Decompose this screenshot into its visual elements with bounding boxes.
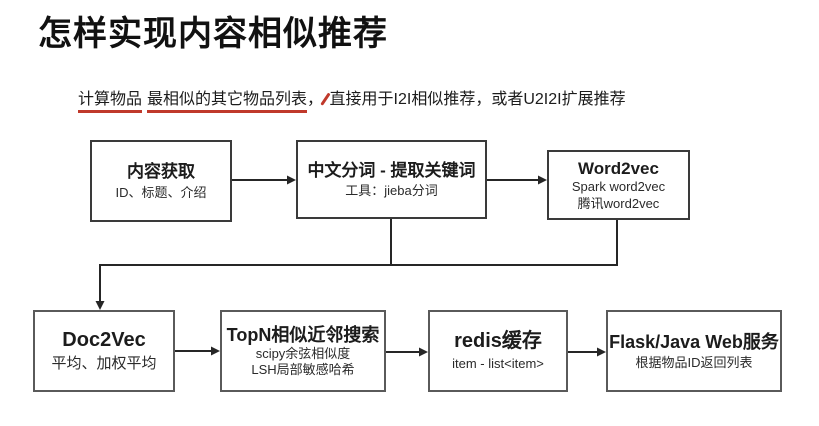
node-subtext: 腾讯word2vec (577, 195, 660, 211)
node-title: redis缓存 (454, 330, 542, 353)
flow-node-redis-cache: redis缓存 item - list<item> (428, 310, 568, 392)
node-subtext: 工具：jieba分词 (345, 183, 438, 198)
flow-node-content-fetch: 内容获取 ID、标题、介绍 (90, 140, 232, 222)
node-title: TopN相似近邻搜索 (226, 324, 380, 345)
flow-node-web-service: Flask/Java Web服务 根据物品ID返回列表 (606, 310, 782, 392)
subtitle-underlined-segment-2: 最相似的其它物品列表 (147, 91, 308, 113)
node-subtext: Spark word2vec (571, 179, 666, 195)
subtitle-underlined-segment-1: 计算物品 (78, 91, 143, 113)
page-title: 怎样实现内容相似推荐 (38, 15, 388, 53)
flow-node-word-segmentation: 中文分词 - 提取关键词 工具：jieba分词 (296, 140, 487, 219)
node-subtext: scipy余弦相似度 (255, 346, 351, 361)
flow-node-doc2vec: Doc2Vec 平均、加权平均 (33, 310, 175, 392)
arrowheads (95, 175, 606, 357)
node-subtext: item - list<item> (452, 356, 544, 372)
node-title: Flask/Java Web服务 (609, 331, 779, 352)
node-subtext: 平均、加权平均 (51, 355, 157, 373)
subtitle-text: ， (307, 91, 324, 108)
node-subtext: 根据物品ID返回列表 (635, 355, 753, 371)
flow-node-topn-search: TopN相似近邻搜索 scipy余弦相似度 LSH局部敏感哈希 (220, 310, 386, 392)
node-title: 中文分词 - 提取关键词 (307, 160, 476, 180)
node-title: Doc2Vec (62, 329, 146, 352)
node-subtext: LSH局部敏感哈希 (251, 362, 355, 378)
subtitle-text-rest: 直接用于I2I相似推荐，或者U2I2I扩展推荐 (329, 91, 626, 108)
node-title: Word2vec (578, 159, 659, 179)
subtitle: 计算物品最相似的其它物品列表， 直接用于I2I相似推荐，或者U2I2I扩展推荐 (78, 88, 626, 113)
flow-node-word2vec: Word2vec Spark word2vec 腾讯word2vec (547, 150, 690, 220)
node-subtext: ID、标题、介绍 (115, 184, 207, 200)
node-title: 内容获取 (127, 162, 195, 182)
